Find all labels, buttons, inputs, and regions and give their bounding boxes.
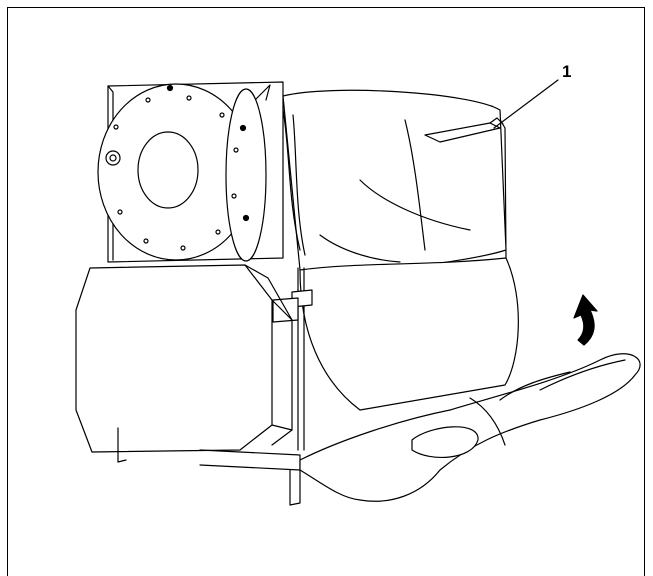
front-flange [97, 83, 267, 262]
housing [75, 264, 293, 453]
up-arrow-icon [573, 294, 598, 346]
callout-1: 1 [562, 62, 572, 81]
support-post [272, 267, 313, 451]
leader-line [493, 79, 559, 129]
bag-clip [424, 117, 504, 143]
filter-bag [282, 89, 519, 411]
bag-spread [299, 353, 641, 502]
figure-frame [7, 7, 645, 576]
